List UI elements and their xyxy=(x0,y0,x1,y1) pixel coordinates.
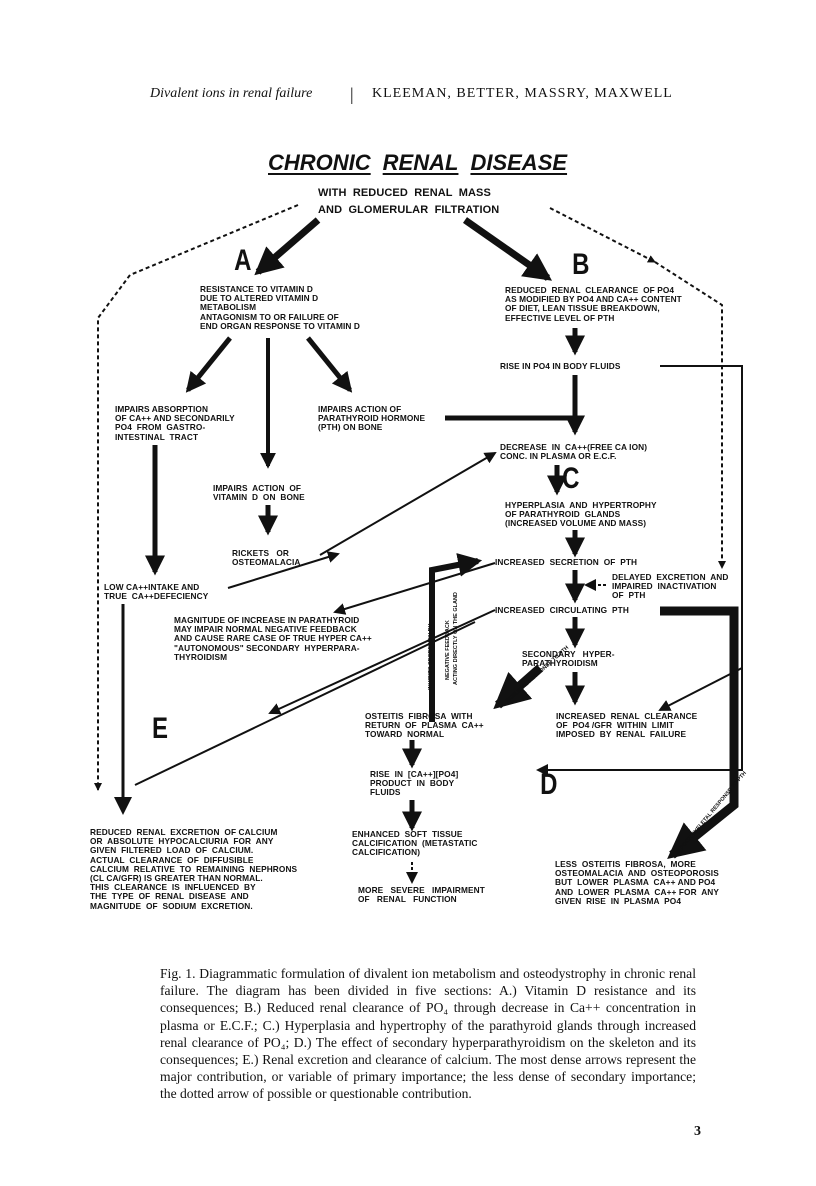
arrow-to-increased-clearance xyxy=(658,667,743,711)
arrow-e-line xyxy=(134,621,476,786)
node-increased-renal-clearance: INCREASED RENAL CLEARANCE OF PO4 /GFR WI… xyxy=(556,711,698,740)
node-delayed-excretion: DELAYED EXCRETION AND IMPAIRED INACTIVAT… xyxy=(612,572,729,601)
arrow-skeletal-response xyxy=(493,664,543,710)
title-word-3: DISEASE xyxy=(470,150,568,175)
arrow-circulating-to-e xyxy=(268,609,496,715)
label-feedback-3: ACTING DIRECTLY ON THE GLAND xyxy=(453,592,459,685)
node-secondary-hpt: SECONDARY HYPER- PARATHYROIDISM xyxy=(522,649,615,669)
arrow-to-reduced-clearance xyxy=(462,217,553,281)
running-header-title: Divalent ions in renal failure xyxy=(150,86,313,101)
node-osteitis: OSTEITIS FIBROSA WITH RETURN OF PLASMA C… xyxy=(365,711,484,740)
node-low-ca-intake: LOW Ca++INTAKE AND TRUE Ca++DEFECIENCY xyxy=(104,582,209,602)
node-impairs-pth-action: IMPAIRS ACTION OF PARATHYROID HORMONE (P… xyxy=(318,404,426,433)
arrow-to-impairs-pth xyxy=(306,336,353,393)
title-word-2: RENAL xyxy=(382,150,459,175)
diagram-title: CHRONIC RENAL DISEASE xyxy=(268,150,579,176)
arrow-circulating-to-less-osteitis xyxy=(660,606,739,859)
label-feedback-2: NEGATIVE FEEDBACK xyxy=(445,620,451,680)
node-resistance-vit-d: RESISTANCE TO VITAMIN D DUE TO ALTERED V… xyxy=(200,284,360,331)
label-feedback-1: INHIBITS SECRETION BY xyxy=(428,623,434,690)
arrow-negative-feedback xyxy=(429,553,483,722)
node-increased-circulating: INCREASED CIRCULATING PTH xyxy=(495,605,629,615)
node-impairs-vit-d-bone: IMPAIRS ACTION OF VITAMIN D ON BONE xyxy=(213,483,305,503)
node-decrease-ca: DECREASE IN Ca++(FREE Ca ION) CONC. IN P… xyxy=(500,442,648,462)
section-label-b: B xyxy=(572,248,590,281)
node-more-severe: MORE SEVERE IMPAIRMENT OF RENAL FUNCTION xyxy=(358,885,485,905)
figure-caption: Fig. 1. Diagrammatic formulation of diva… xyxy=(160,966,696,1102)
dashed-arrow-right xyxy=(549,207,656,263)
node-increased-secretion: INCREASED SECRETION OF PTH xyxy=(495,557,638,567)
node-rickets: RICKETS OR OSTEOMALACIA xyxy=(232,548,301,568)
section-label-d: D xyxy=(540,768,558,801)
section-label-a: A xyxy=(234,244,252,277)
running-header-separator: | xyxy=(350,84,354,104)
node-reduced-ca-excretion: REDUCED RENAL EXCRETION OF CALCIUM OR AB… xyxy=(90,827,298,911)
arrow-to-impairs-absorption xyxy=(185,336,232,393)
node-rise-po4: RISE IN PO4 IN BODY FLUIDS xyxy=(500,361,621,371)
subtitle-line-2: AND GLOMERULAR FILTRATION xyxy=(318,204,500,216)
section-label-c: C xyxy=(562,462,580,495)
arrow-low-ca-to-decrease-ca xyxy=(227,551,340,589)
node-less-osteitis: LESS OSTEITIS FIBROSA, MORE OSTEOMALACIA… xyxy=(555,859,720,906)
dashed-arrow-right-long xyxy=(654,261,726,569)
arrow-rise-po4-right xyxy=(536,365,743,776)
page-number: 3 xyxy=(694,1124,701,1139)
node-magnitude-increase: MAGNITUDE OF INCREASE IN PARATHYROID MAY… xyxy=(174,615,372,662)
node-rise-product: RISE IN [Ca++][PO4] PRODUCT IN BODY FLUI… xyxy=(370,769,459,798)
node-reduced-po4-clearance: REDUCED RENAL CLEARANCE OF PO4 AS MODIFI… xyxy=(505,285,682,323)
node-hyperplasia: HYPERPLASIA AND HYPERTROPHY OF PARATHYRO… xyxy=(505,500,657,529)
title-word-1: CHRONIC xyxy=(268,150,371,175)
section-label-e: E xyxy=(152,712,169,745)
node-impairs-absorption: IMPAIRS ABSORPTION OF Ca++ AND SECONDARI… xyxy=(115,404,235,442)
arrow-rickets-to-decrease xyxy=(319,451,497,556)
running-header-authors: KLEEMAN, BETTER, MASSRY, MAXWELL xyxy=(372,86,673,101)
arrow-to-resistance xyxy=(254,217,321,276)
arrow-secretion-to-magnitude xyxy=(333,562,496,615)
dashed-arrow-left xyxy=(94,204,299,791)
subtitle-line-1: WITH REDUCED RENAL MASS xyxy=(318,187,491,199)
node-enhanced-calcification: ENHANCED SOFT TISSUE CALCIFICATION (META… xyxy=(352,829,478,858)
